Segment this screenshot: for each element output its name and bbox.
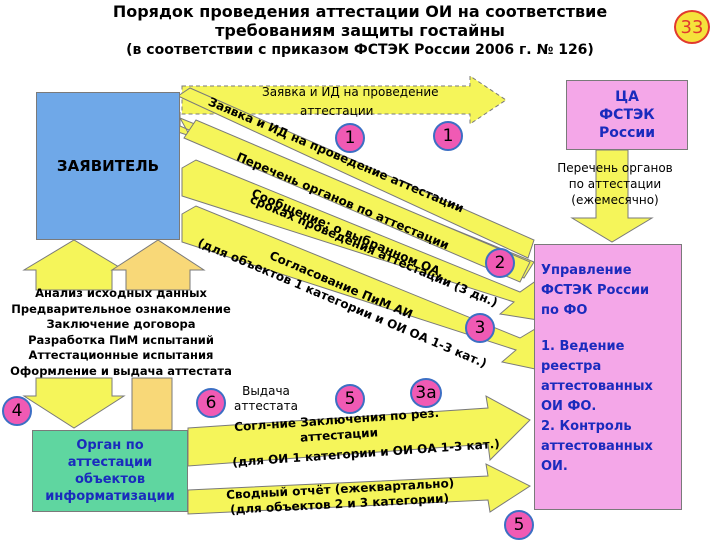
title-line-1: Порядок проведения аттестации ОИ на соот… [112,2,608,21]
slide-number: 33 [680,16,704,38]
title-line-3: (в соответствии с приказом ФСТЭК России … [126,42,594,58]
step-1: Анализ исходных данных [35,286,207,300]
arrow-ca-to-fo [570,149,654,243]
organs-list-note: Перечень органов по аттестации (ежемесяч… [540,160,690,208]
arrow-organ-to-fo-report [187,463,532,515]
fstec-ca-line-2: ФСТЭК [599,107,655,123]
fo-line-7: ОИ ФО. [541,399,597,414]
arrow-up-to-applicant-left [22,239,126,291]
step-3: Заключение договора [46,317,196,331]
fo-line-6: аттестованных [541,379,653,394]
fstec-ca-line-1: ЦА [615,89,639,105]
step-5: Аттестационные испытания [28,348,214,362]
top-arrow-label-b: аттестации [300,104,374,118]
slide-number-badge: 33 [674,10,710,44]
step-badge-6: 6 [196,388,226,418]
step-4: Разработка ПиМ испытаний [28,332,214,347]
organ-box: Орган по аттестации объектов информатиза… [32,430,188,512]
fo-line-8: 2. Контроль [541,419,632,434]
applicant-label: ЗАЯВИТЕЛЬ [56,157,160,175]
arrow-up-to-applicant-right [110,239,206,291]
issue-line-1: Выдача [242,384,290,398]
title-line-2: требованиям защиты гостайны [215,21,505,40]
step-badge-5b: 5 [504,510,534,540]
top-arrow-label-a: Заявка и ИД на проведение [262,85,439,99]
organ-line-3: объектов [74,472,146,487]
step-2: Предварительное ознакомление [11,301,231,316]
fo-line-1: Управление [541,263,632,278]
organ-line-1: Орган по [76,438,144,453]
fstec-fo-box: Управление ФСТЭК России по ФО 1. Ведение… [534,244,682,510]
organs-list-line-2: по аттестации [568,177,662,191]
bar-from-organ [131,377,173,431]
step-6: Оформление и выдача аттестата [10,363,232,378]
organ-line-2: аттестации [67,455,153,470]
fstec-central-box: ЦА ФСТЭК России [566,80,688,150]
steps-list: Анализ исходных данных Предварительное о… [0,286,242,379]
step-badge-3a: 3а [410,378,442,408]
applicant-box: ЗАЯВИТЕЛЬ [36,92,180,240]
step-badge-1b: 1 [433,121,463,151]
fstec-ca-line-3: России [598,125,656,141]
arrow-request-diagonal [176,87,535,259]
issue-line-2: аттестата [233,399,298,413]
step-badge-1a: 1 [335,123,365,153]
organs-list-line-3: (ежемесячно) [571,193,659,207]
arrow-organ-to-fo-conclusion [187,395,531,467]
fo-line-10: ОИ. [541,459,568,474]
fo-line-4: 1. Ведение [541,339,625,354]
fo-line-9: аттестованных [541,439,653,454]
arrow-request-to-ca [181,75,507,125]
arrow-down-to-organ [22,377,126,429]
arrow-list-of-organs [183,119,531,283]
fo-line-2: ФСТЭК России [541,283,650,298]
fo-line-5: реестра [541,359,602,374]
fo-line-3: по ФО [541,303,588,318]
organ-line-4: информатизации [45,489,175,504]
step-badge-5a: 5 [335,384,365,414]
step-badge-3: 3 [465,313,495,343]
issue-certificate-note: Выдача аттестата [226,384,306,414]
step-badge-2: 2 [485,248,515,278]
step-badge-4: 4 [2,396,32,426]
organs-list-line-1: Перечень органов [557,161,673,175]
